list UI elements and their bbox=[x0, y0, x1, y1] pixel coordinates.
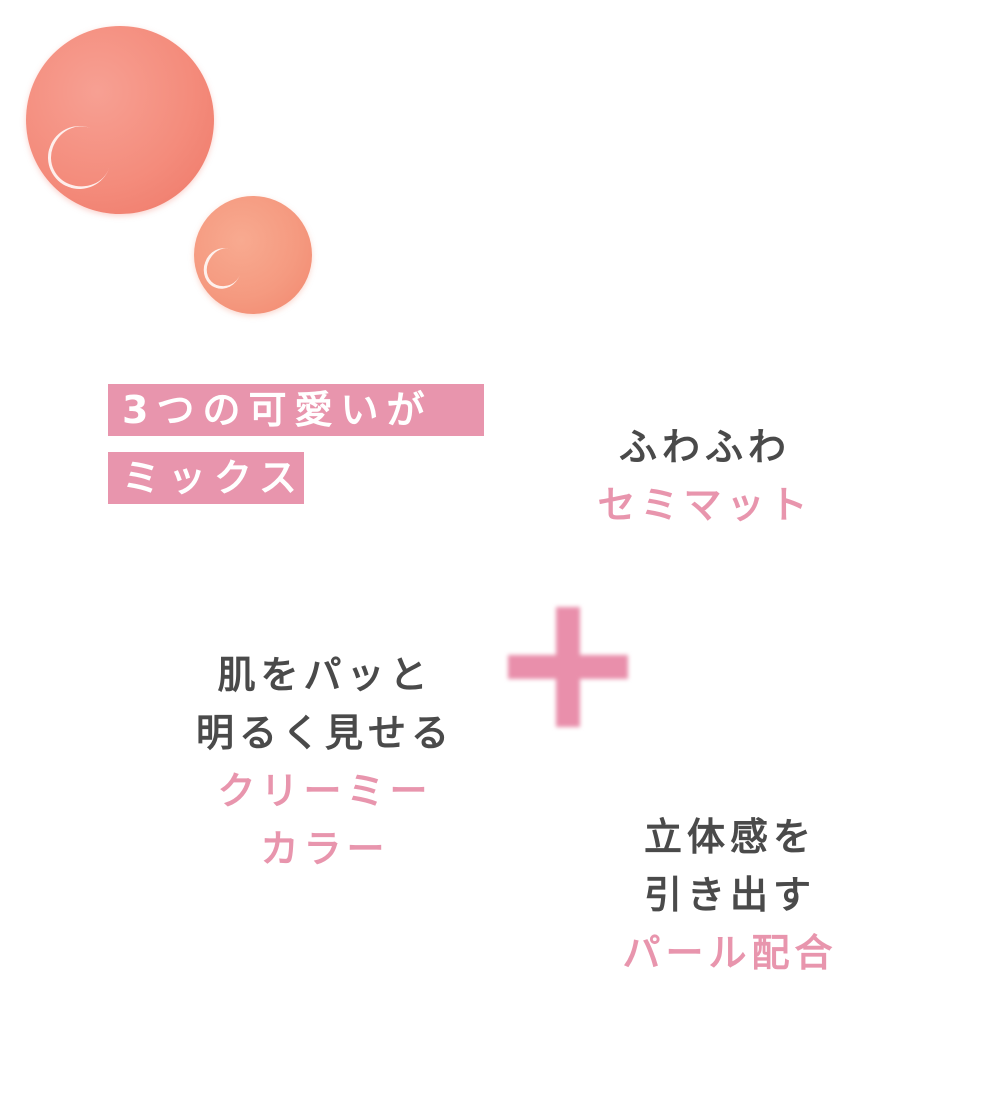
lip-gloss-drop-large bbox=[26, 26, 214, 214]
feature-creamy-line1: 肌をパッと bbox=[217, 653, 433, 697]
drop-highlight bbox=[198, 242, 247, 295]
headline-tag-line2: ミックス bbox=[108, 452, 304, 504]
feature-pearl-line3: パール配合 bbox=[622, 931, 838, 975]
feature-pearl-line2: 引き出す bbox=[643, 873, 816, 917]
feature-creamy: 肌をパッと 明るく見せる クリーミー カラー bbox=[160, 646, 490, 878]
drop-highlight bbox=[39, 117, 120, 198]
feature-semimatte: ふわふわ セミマット bbox=[560, 418, 850, 534]
lip-gloss-drop-small bbox=[194, 196, 312, 314]
feature-pearl: 立体感を 引き出す パール配合 bbox=[570, 808, 890, 982]
headline-tag-line1: 3つの可愛いが bbox=[108, 384, 484, 436]
feature-semimatte-line1: ふわふわ bbox=[618, 425, 791, 469]
feature-creamy-line4: カラー bbox=[260, 827, 390, 871]
feature-creamy-line3: クリーミー bbox=[217, 769, 433, 813]
feature-semimatte-line2: セミマット bbox=[597, 483, 813, 527]
feature-creamy-line2: 明るく見せる bbox=[195, 711, 454, 755]
feature-pearl-line1: 立体感を bbox=[643, 815, 816, 859]
plus-icon bbox=[508, 607, 628, 727]
